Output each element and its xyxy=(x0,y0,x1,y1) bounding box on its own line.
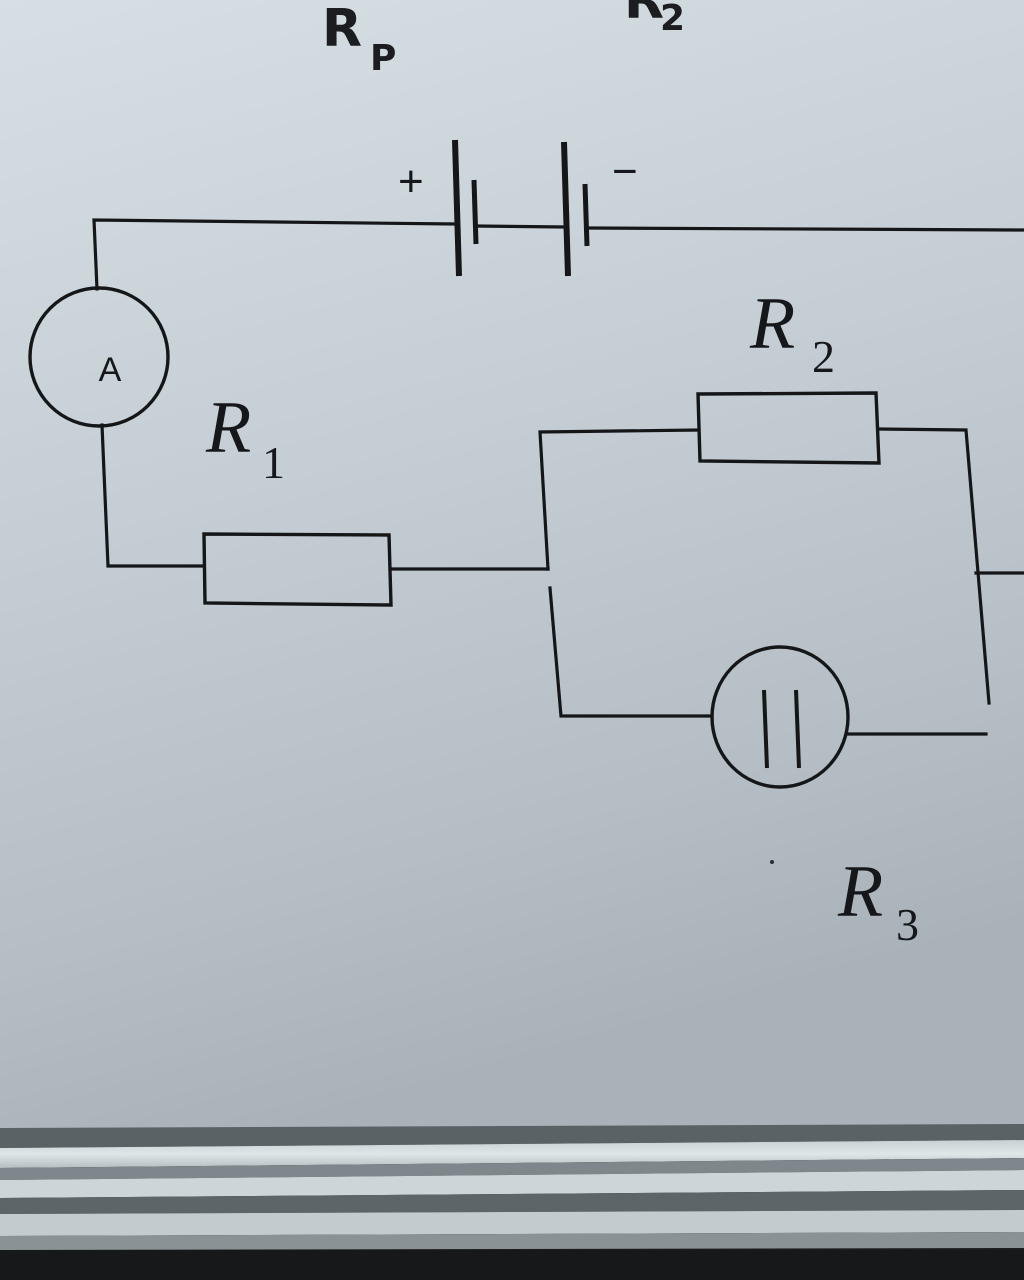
wire-ammeter-r1 xyxy=(100,423,206,568)
svg-text:R: R xyxy=(624,0,664,31)
wire-battery-link xyxy=(474,224,566,229)
r2-label: R xyxy=(749,283,795,365)
r2-subscript: 2 xyxy=(812,331,835,382)
battery-plate-long-1 xyxy=(452,139,462,277)
svg-text:2: 2 xyxy=(660,0,685,39)
top-label-left: R P xyxy=(322,0,396,79)
resistor-r1-body xyxy=(202,532,393,607)
wire-junction-r2 xyxy=(538,428,700,571)
svg-text:R: R xyxy=(322,0,362,59)
page-edge xyxy=(0,1124,1024,1280)
element-r3-bar-1 xyxy=(762,689,769,769)
battery-plate-long-2 xyxy=(561,141,571,277)
battery: + − xyxy=(398,139,638,277)
r3-subscript: 3 xyxy=(896,899,919,950)
ink-dot xyxy=(770,860,774,864)
r3-label: R xyxy=(837,851,883,933)
element-r3-bar-2 xyxy=(794,689,801,769)
element-r3: R 3 xyxy=(710,645,919,950)
resistor-r2-body xyxy=(696,391,881,465)
wires xyxy=(92,218,1024,736)
battery-plus-sign: + xyxy=(398,157,424,206)
svg-text:P: P xyxy=(370,38,396,79)
ammeter-label: A xyxy=(99,351,122,389)
battery-minus-sign: − xyxy=(612,147,638,196)
element-r3-circle xyxy=(710,645,850,789)
r1-label: R xyxy=(205,387,251,469)
resistor-r1: R 1 xyxy=(202,387,393,607)
wire-r2-right xyxy=(876,427,991,705)
r1-subscript: 1 xyxy=(262,437,285,488)
wire-top-right xyxy=(586,226,1024,232)
ammeter-circle xyxy=(28,286,170,428)
battery-plate-short-1 xyxy=(471,179,479,245)
top-label-right: R 2 xyxy=(624,0,685,39)
battery-plate-short-2 xyxy=(582,183,590,247)
wire-junction-r3 xyxy=(548,586,714,718)
ammeter: A xyxy=(28,286,170,428)
wire-top-left xyxy=(92,218,457,291)
resistor-r2: R 2 xyxy=(696,283,881,465)
